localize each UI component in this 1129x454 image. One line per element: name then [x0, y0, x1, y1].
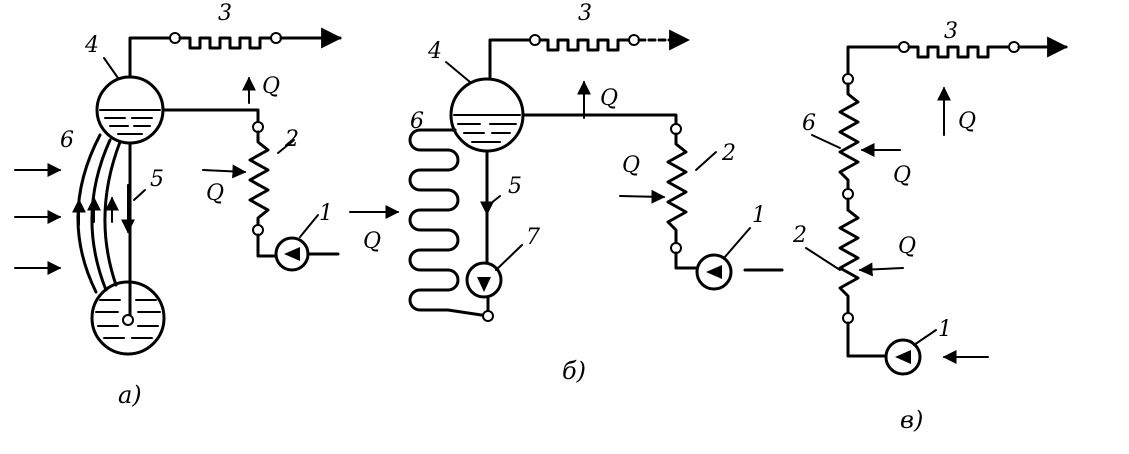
- label-heat-pump-a: Q: [363, 229, 381, 254]
- circulation-pump-b: [465, 261, 503, 322]
- scheme-b-forced-circulation: 4 6 5 7 3 Q Q 2 1 б): [349, 1, 784, 385]
- superheater-a: [128, 27, 343, 79]
- label-4-b: 4: [427, 39, 442, 64]
- caption-c: в): [900, 406, 923, 434]
- label-2-b: 2: [721, 141, 736, 166]
- label-6-c: 6: [802, 111, 816, 136]
- drum-b: [449, 77, 525, 153]
- feed-pump-c: [884, 338, 989, 376]
- feed-pump-a: [274, 236, 340, 272]
- economizer-c: [838, 197, 888, 358]
- label-5-b: 5: [508, 174, 522, 199]
- caption-b: б): [562, 357, 586, 385]
- label-6-b: 6: [410, 109, 424, 134]
- riser-tubes-a: [72, 133, 122, 294]
- heat-input-arrows-a: [14, 163, 62, 275]
- downcomer-a: [121, 141, 135, 317]
- drum-a: [95, 75, 165, 145]
- label-heat-top-c: Q: [958, 109, 976, 134]
- label-1-b: 1: [752, 203, 766, 228]
- economizer-b: [521, 113, 698, 270]
- caption-a: а): [118, 381, 142, 409]
- label-heat-evap-c: Q: [893, 163, 911, 188]
- label-3-a: 3: [218, 1, 232, 26]
- label-6-a: 6: [60, 128, 74, 153]
- label-5-a: 5: [150, 167, 164, 192]
- heat-arrow-eco-a: [202, 164, 247, 179]
- label-3-b: 3: [578, 1, 592, 26]
- heat-arrow-eco-b: [619, 189, 666, 204]
- label-heat-eco-a: Q: [206, 181, 224, 206]
- label-4-a: 4: [84, 33, 99, 58]
- label-heat-top-b: Q: [600, 86, 618, 111]
- label-heat-top-a: Q: [262, 74, 280, 99]
- label-heat-eco-b: Q: [622, 153, 640, 178]
- label-7-b: 7: [526, 225, 540, 250]
- scheme-c-once-through: 3 Q 6 Q 2 Q 1 в): [792, 19, 1069, 434]
- evaporator-c: [838, 73, 860, 200]
- superheater-b: [488, 29, 691, 81]
- scheme-a-natural-circulation: 4 6 5 3 Q Q 2 1 Q а): [14, 1, 381, 409]
- lower-drum-a: [90, 280, 166, 356]
- label-2-c: 2: [792, 223, 807, 248]
- economizer-a: [161, 108, 278, 258]
- label-heat-eco-c: Q: [898, 234, 916, 259]
- label-1-a: 1: [319, 201, 333, 226]
- feed-pump-b: [695, 253, 784, 291]
- label-3-c: 3: [944, 19, 958, 44]
- heat-arrow-eco-c: [858, 262, 904, 277]
- superheater-c: [846, 36, 1069, 75]
- label-1-c: 1: [938, 317, 952, 342]
- coil-evaporator-b: [408, 128, 490, 318]
- label-2-a: 2: [284, 127, 299, 152]
